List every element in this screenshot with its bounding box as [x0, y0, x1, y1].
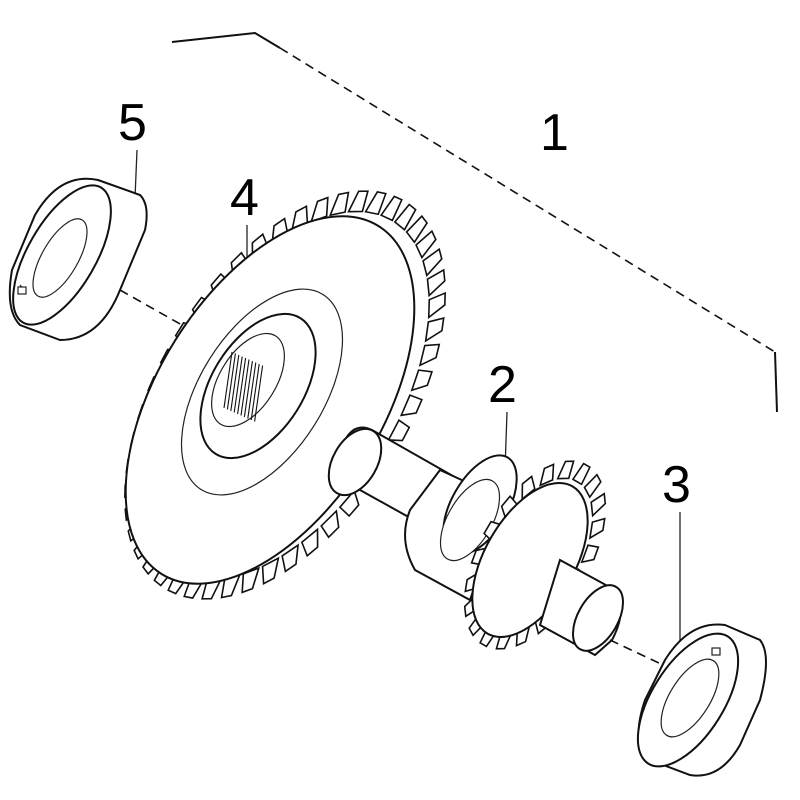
spline-line	[243, 360, 253, 418]
gear-tooth	[364, 191, 387, 216]
gear-tooth	[424, 316, 445, 343]
gear-tooth	[590, 492, 607, 518]
assembly-bracket	[171, 31, 778, 413]
spline-line	[226, 353, 236, 410]
callout-3: 3	[662, 456, 691, 514]
bearing-part-3	[636, 623, 767, 777]
gear-tooth	[427, 291, 447, 320]
gear-tooth	[300, 527, 319, 558]
callout-1: 1	[540, 104, 569, 162]
callout-4: 4	[230, 169, 259, 227]
spline-line	[254, 365, 264, 422]
shaft-part-2	[327, 426, 624, 657]
gear-tooth	[328, 191, 350, 217]
gear-bore-spline	[223, 351, 264, 422]
gear-tooth	[281, 543, 300, 573]
gear-tooth	[399, 394, 423, 417]
spline-line	[237, 357, 247, 415]
gear-tooth	[415, 229, 437, 260]
gear-tooth	[426, 268, 446, 298]
callout-5: 5	[118, 94, 147, 152]
gear-tooth	[320, 509, 340, 539]
spline-line	[230, 354, 240, 412]
spline-line	[247, 362, 257, 419]
spline-line	[250, 363, 260, 421]
gear-tooth	[571, 462, 591, 486]
gear-tooth	[338, 488, 360, 518]
spline-line	[233, 356, 243, 413]
gear-tooth	[347, 190, 369, 213]
gear-tooth	[387, 418, 411, 442]
gear-tooth	[588, 517, 606, 540]
gear-tooth	[261, 556, 280, 585]
callout-2: 2	[488, 356, 517, 414]
spline-line	[223, 351, 233, 409]
gear-tooth	[405, 214, 429, 244]
bearing-part-5	[8, 177, 148, 342]
gear-tooth	[379, 195, 403, 222]
gear-tooth	[422, 247, 443, 278]
gear-tooth	[410, 369, 433, 392]
gear-tooth	[556, 460, 575, 480]
spline-line	[240, 359, 250, 416]
gear-tooth	[418, 343, 441, 367]
gear-tooth	[393, 203, 417, 231]
gear-tooth	[580, 544, 600, 564]
gear-tooth	[539, 463, 555, 487]
gear-tooth	[583, 473, 602, 499]
